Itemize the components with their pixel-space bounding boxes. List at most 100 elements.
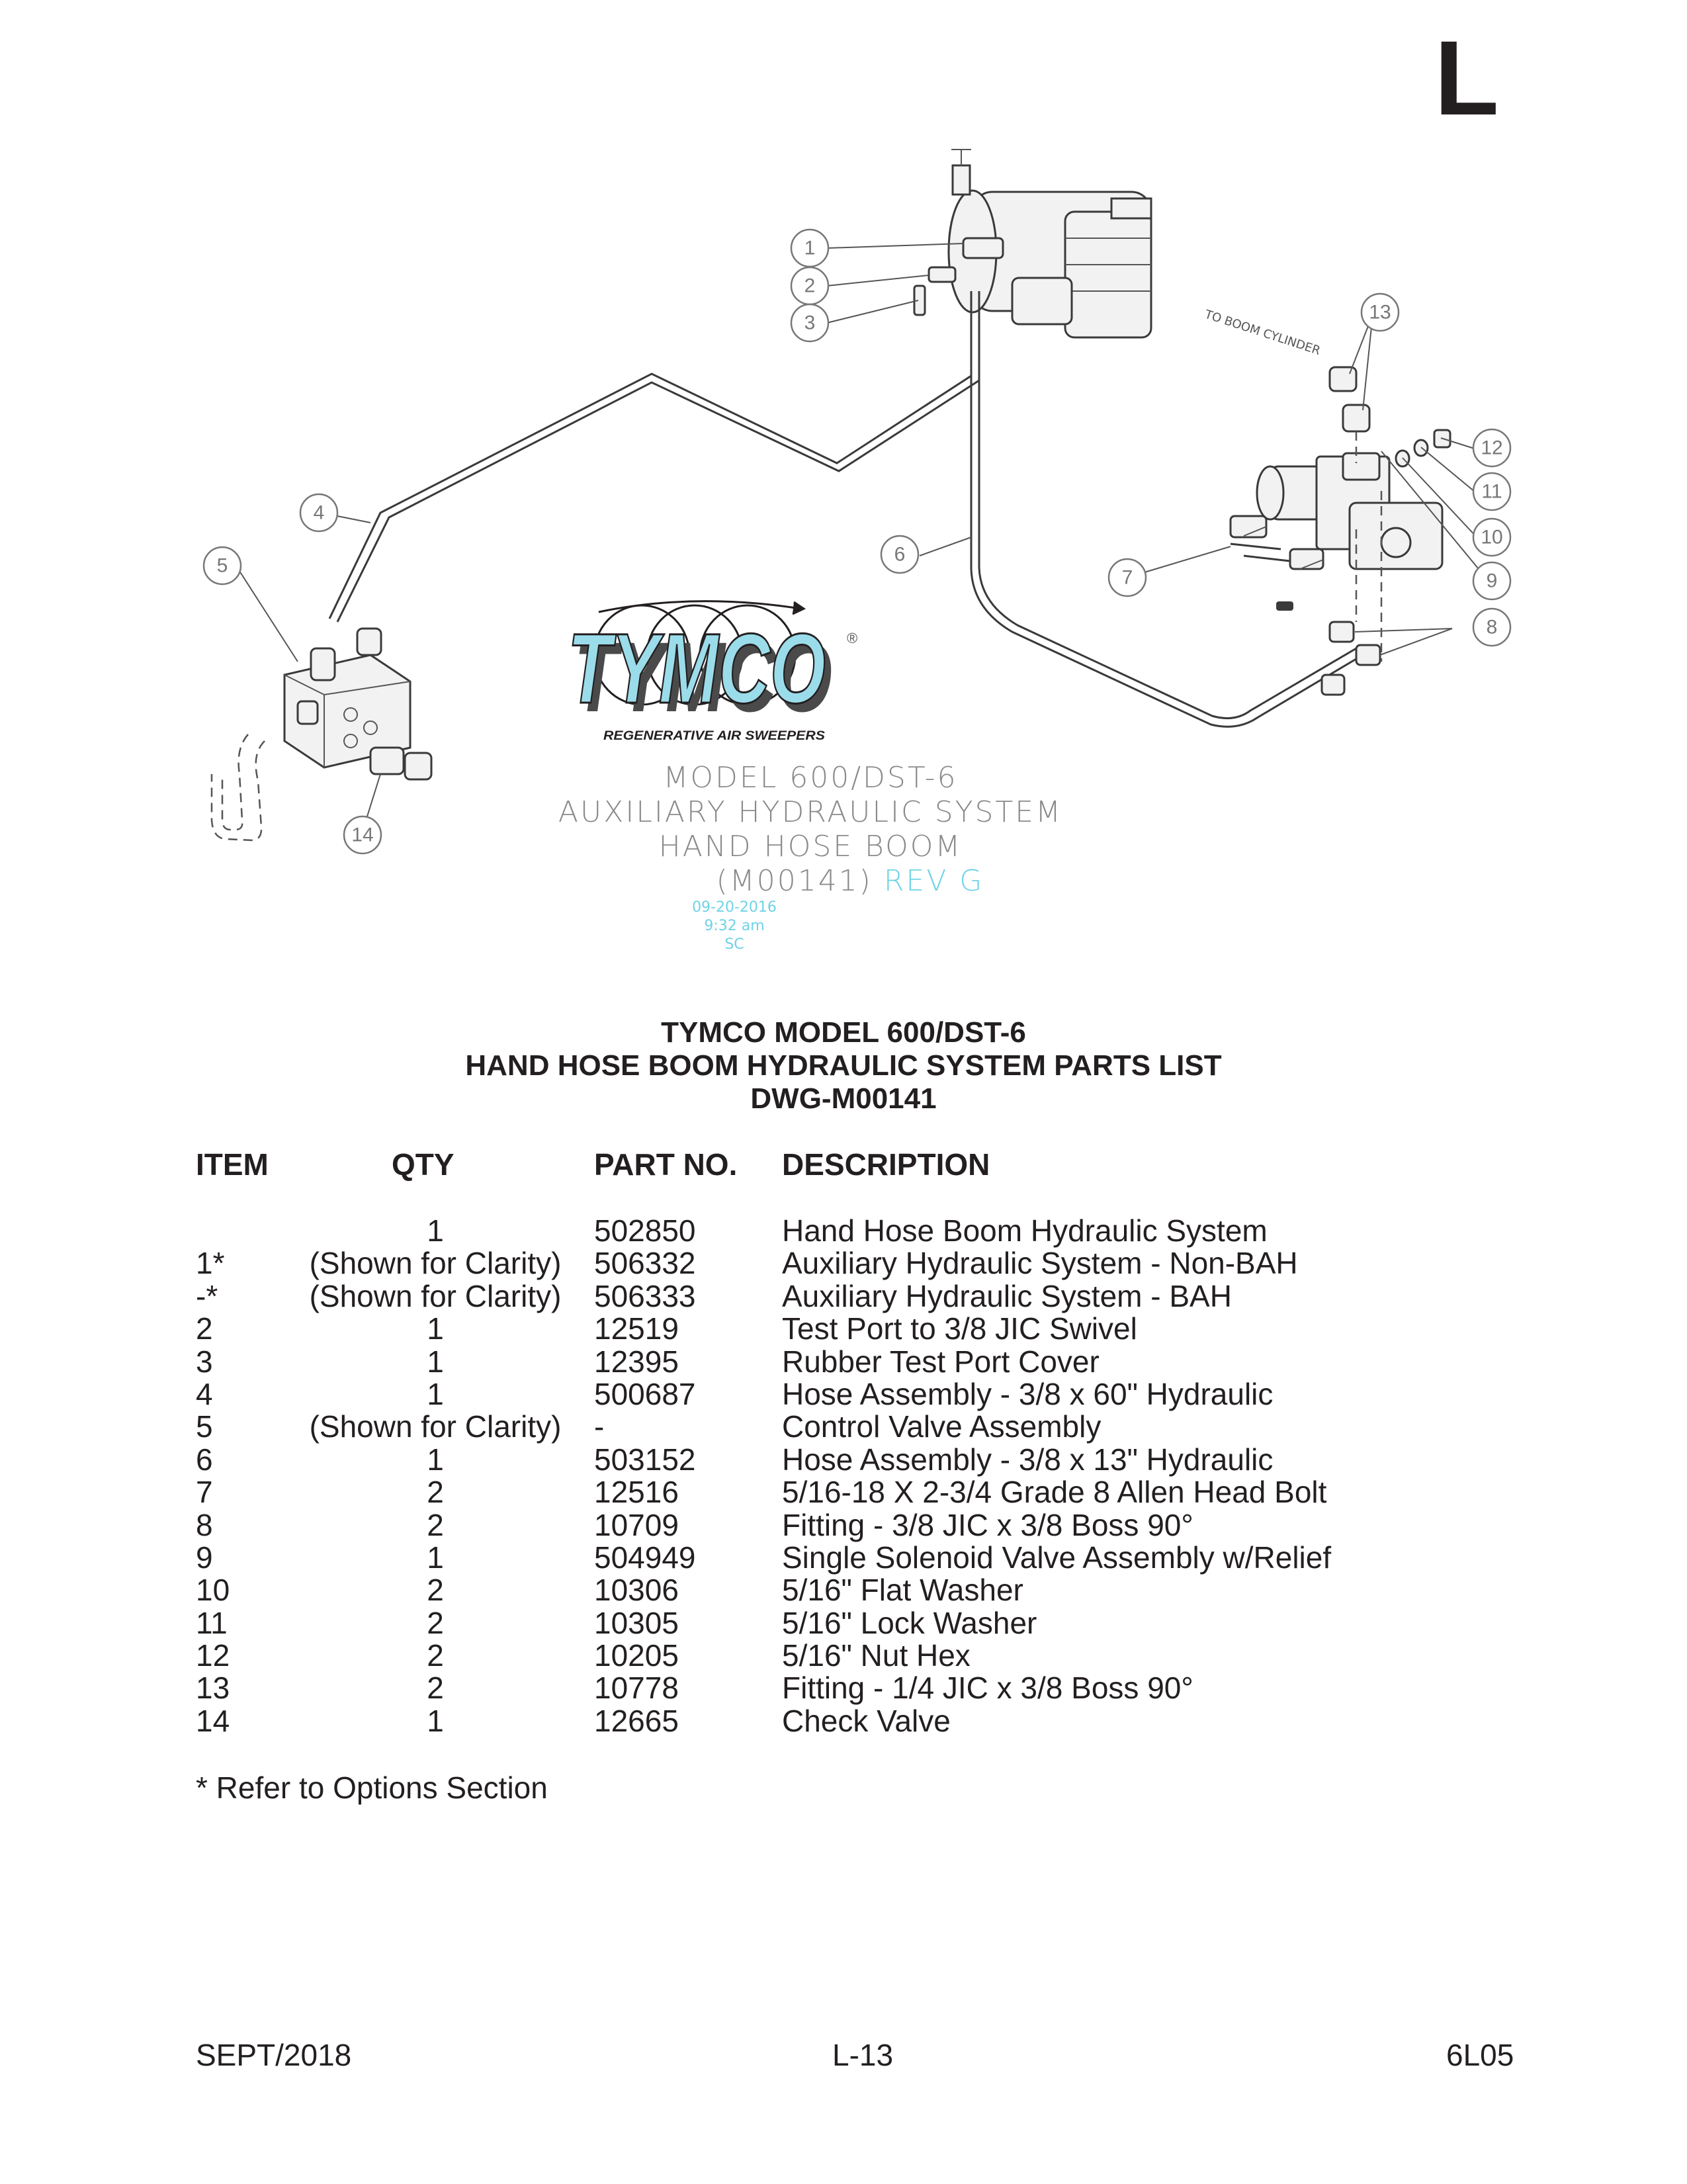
- cell-qty: 2: [427, 1638, 444, 1673]
- boom-cylinder-note: TO BOOM CYLINDER: [1203, 307, 1322, 358]
- cell-item: -*: [196, 1278, 218, 1313]
- balloon-4: 4: [299, 493, 339, 533]
- cell-part-no: 12395: [594, 1344, 679, 1379]
- stamp-line-3: HAND HOSE BOOM: [658, 830, 963, 863]
- logo-swirl-icon: [593, 600, 806, 706]
- cell-part-no: 12519: [594, 1311, 679, 1346]
- cell-part-no: 500687: [594, 1376, 696, 1411]
- bolts-item-7: [1230, 543, 1293, 611]
- cell-qty: 2: [427, 1573, 444, 1608]
- balloon-8: 8: [1472, 607, 1512, 647]
- options-footnote: * Refer to Options Section: [196, 1770, 548, 1805]
- section-letter: L: [1434, 19, 1499, 137]
- balloon-13: 13: [1360, 292, 1400, 332]
- balloon-7: 7: [1107, 558, 1147, 597]
- solenoid-valve-item-9: [1229, 452, 1444, 570]
- heading-title: HAND HOSE BOOM HYDRAULIC SYSTEM PARTS LI…: [465, 1049, 1222, 1082]
- column-header-qty: QTY: [392, 1147, 454, 1182]
- svg-text:8: 8: [1487, 617, 1498, 638]
- cell-part-no: 504949: [594, 1540, 696, 1575]
- cell-part-no: 10709: [594, 1507, 679, 1542]
- cell-qty: 1: [427, 1344, 444, 1379]
- cell-part-no: 12516: [594, 1475, 679, 1510]
- balloon-2: 2: [790, 266, 830, 306]
- cell-item: 5: [196, 1409, 213, 1444]
- svg-text:4: 4: [314, 502, 325, 524]
- cell-description: Rubber Test Port Cover: [782, 1344, 1100, 1379]
- cell-qty: (Shown for Clarity): [309, 1246, 562, 1281]
- cell-item: 1*: [196, 1246, 225, 1281]
- cell-part-no: 12665: [594, 1703, 679, 1738]
- cell-qty: 2: [427, 1605, 444, 1640]
- column-header-part-no: PART NO.: [594, 1147, 738, 1182]
- footer-page-number: L-13: [832, 2038, 894, 2072]
- svg-text:9: 9: [1487, 570, 1498, 592]
- logo-wordmark: TYMCO: [568, 613, 826, 724]
- logo-tagline: REGENERATIVE AIR SWEEPERS: [603, 729, 825, 743]
- svg-text:7: 7: [1122, 567, 1133, 589]
- test-port-fittings: [913, 237, 1004, 316]
- cell-item: 2: [196, 1311, 213, 1346]
- balloon-11: 11: [1472, 472, 1512, 511]
- cell-item: 7: [196, 1475, 213, 1510]
- footer-document-code: 6L05: [1446, 2038, 1514, 2072]
- logo-wordmark-shadow: TYMCO: [574, 621, 832, 732]
- cell-qty: 1: [427, 1311, 444, 1346]
- table-row: 3 1 12395 Rubber Test Port Cover: [0, 1344, 1687, 1379]
- stamp-metadata: 09-20-2016 9:32 am SC: [662, 898, 807, 954]
- cell-qty: (Shown for Clarity): [309, 1409, 562, 1444]
- cell-part-no: 506333: [594, 1278, 696, 1313]
- cell-description: 5/16" Flat Washer: [782, 1573, 1023, 1608]
- svg-text:5: 5: [217, 555, 228, 577]
- cell-part-no: 10306: [594, 1573, 679, 1608]
- cell-part-no: 506332: [594, 1246, 696, 1281]
- pump-assembly: [947, 149, 1152, 339]
- cell-description: 5/16" Nut Hex: [782, 1638, 971, 1673]
- check-valve-item-14: [369, 746, 433, 781]
- cell-qty: 1: [427, 1213, 444, 1248]
- cell-item: 14: [196, 1703, 230, 1738]
- cell-item: 11: [196, 1605, 228, 1640]
- column-header-item: ITEM: [196, 1147, 269, 1182]
- cell-qty: 1: [427, 1540, 444, 1575]
- cell-description: Control Valve Assembly: [782, 1409, 1102, 1444]
- stamp-initials: SC: [724, 936, 744, 953]
- column-header-description: DESCRIPTION: [782, 1147, 990, 1182]
- cell-item: 9: [196, 1540, 213, 1575]
- balloon-9: 9: [1472, 561, 1512, 601]
- balloon-1: 1: [790, 228, 830, 268]
- cell-item: 4: [196, 1376, 213, 1411]
- tymco-logo: TYMCO TYMCO ® REGENERATIVE AIR SWEEPERS: [567, 600, 857, 743]
- balloon-10: 10: [1472, 517, 1512, 557]
- table-row: 5(Shown for Clarity)-Control Valve Assem…: [0, 1411, 1687, 1443]
- balloon-6: 6: [880, 535, 920, 574]
- stamp-drawing-number: (M00141): [716, 864, 873, 898]
- svg-text:10: 10: [1481, 527, 1502, 548]
- table-row: 13 2 10778 Fitting - 1/4 JIC x 3/8 Boss 90°: [0, 1672, 1687, 1704]
- cell-description: Hose Assembly - 3/8 x 13" Hydraulic: [782, 1442, 1274, 1477]
- cell-item: 3: [196, 1344, 213, 1379]
- leader-lines: [238, 243, 1479, 828]
- cell-description: 5/16-18 X 2-3/4 Grade 8 Allen Head Bolt: [782, 1475, 1327, 1510]
- cell-qty: 1: [427, 1703, 444, 1738]
- cell-qty: 1: [427, 1442, 444, 1477]
- cell-part-no: 10205: [594, 1638, 679, 1673]
- stamp-time: 9:32 am: [704, 918, 765, 934]
- cell-item: 13: [196, 1671, 230, 1706]
- cell-qty: 2: [427, 1671, 444, 1706]
- stamp-line-2: AUXILIARY HYDRAULIC SYSTEM: [558, 795, 1063, 829]
- stamp-drawing-revision: (M00141) REV G: [463, 864, 1158, 898]
- cell-description: Fitting - 1/4 JIC x 3/8 Boss 90°: [782, 1671, 1193, 1706]
- heading-model: TYMCO MODEL 600/DST-6: [661, 1016, 1026, 1049]
- cell-part-no: 10778: [594, 1671, 679, 1706]
- cell-description: Hand Hose Boom Hydraulic System: [782, 1213, 1268, 1248]
- cell-description: Fitting - 3/8 JIC x 3/8 Boss 90°: [782, 1507, 1193, 1542]
